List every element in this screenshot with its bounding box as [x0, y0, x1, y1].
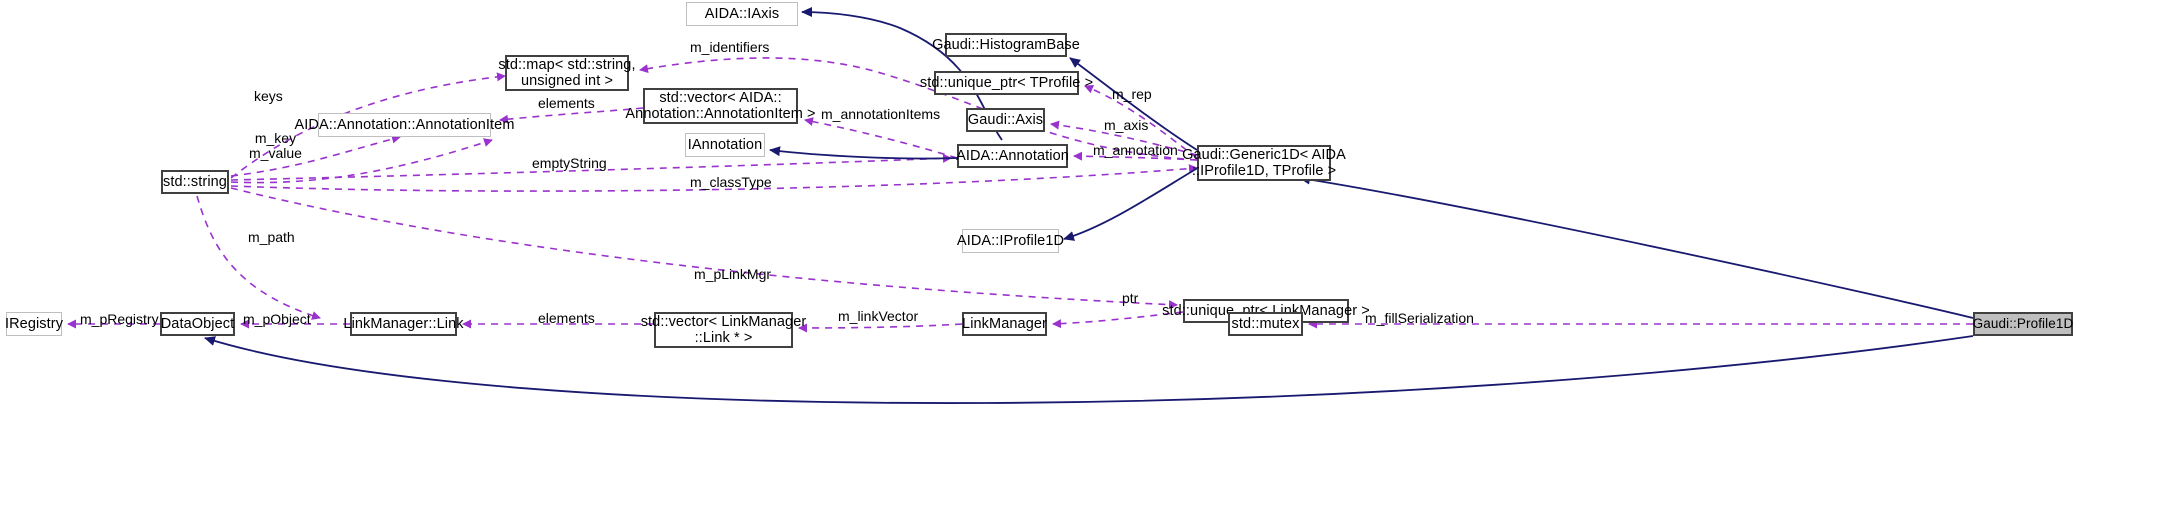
edge-label-ptr: ptr: [1122, 290, 1139, 306]
node-gaudi-generic1d[interactable]: Gaudi::Generic1D< AIDA ::IProfile1D, TPr…: [1182, 145, 1346, 181]
edge-label-m-fillserialization: m_fillSerialization: [1365, 310, 1474, 326]
node-iannotation[interactable]: IAnnotation: [685, 133, 765, 157]
node-gaudi-histogrambase[interactable]: Gaudi::HistogramBase: [932, 33, 1080, 57]
edge-inherit-iannotation: [769, 146, 958, 160]
edge-inherit-generic1d: [1299, 174, 1974, 319]
edge-m_linkVector: [798, 323, 963, 333]
edge-m_path: [196, 195, 321, 320]
node-std-string[interactable]: std::string: [161, 170, 229, 194]
node-dataobject[interactable]: DataObject: [160, 312, 235, 336]
node-linkmanager-link[interactable]: LinkManager::Link: [343, 312, 463, 336]
edge-label-m-identifiers: m_identifiers: [690, 39, 770, 55]
edge-label-m-pregistry: m_pRegistry: [80, 311, 159, 327]
edge-label-m-annotationitems: m_annotationItems: [821, 106, 941, 122]
node-aida-annotation[interactable]: AIDA::Annotation: [956, 144, 1069, 168]
node-std-vector-linkmanager-link[interactable]: std::vector< LinkManager ::Link * >: [640, 312, 807, 348]
edge-label-m-classtype: m_classType: [690, 174, 772, 190]
node-aida-annotation-annotationitem[interactable]: AIDA::Annotation::AnnotationItem: [294, 113, 514, 137]
node-std-mutex[interactable]: std::mutex: [1228, 312, 1303, 336]
edge-m_annotationItems: [804, 117, 958, 159]
node-std-map-string-unsigned-int[interactable]: std::map< std::string, unsigned int >: [498, 55, 636, 91]
node-std-vector-annotationitem[interactable]: std::vector< AIDA:: Annotation::Annotati…: [625, 88, 816, 124]
edge-inherit-histogrambase: [1069, 57, 1198, 151]
edge-label-m-plinkmgr: m_pLinkMgr: [694, 266, 772, 282]
node-aida-iaxis[interactable]: AIDA::IAxis: [686, 2, 798, 26]
node-linkmanager[interactable]: LinkManager: [962, 312, 1047, 336]
node-iregistry[interactable]: IRegistry: [5, 312, 63, 336]
node-std-unique-ptr-tprofile[interactable]: std::unique_ptr< TProfile >: [920, 71, 1093, 95]
edge-label-m-axis: m_axis: [1104, 117, 1149, 133]
edge-label-elements-link: elements: [538, 310, 595, 326]
edge-label-m-path: m_path: [248, 229, 295, 245]
node-gaudi-axis[interactable]: Gaudi::Axis: [966, 108, 1045, 132]
node-aida-iprofile1d[interactable]: AIDA::IProfile1D: [957, 229, 1064, 253]
edge-inherit-dataobject: [204, 335, 1974, 404]
edge-label-m-annotation: m_annotation: [1093, 142, 1178, 158]
edge-label-m-rep: m_rep: [1112, 86, 1152, 102]
edge-label-keys: keys: [254, 88, 283, 104]
edge-label-m-pobject: m_pObject: [243, 311, 311, 327]
edge-label-m-linkvector: m_linkVector: [838, 308, 919, 324]
edge-label-emptystring: emptyString: [532, 155, 607, 171]
edge-label-elements-annotation: elements: [538, 95, 595, 111]
node-gaudi-profile1d[interactable]: Gaudi::Profile1D: [1973, 312, 2073, 336]
edge-label-m-key-m-value: m_key m_value: [249, 130, 302, 162]
